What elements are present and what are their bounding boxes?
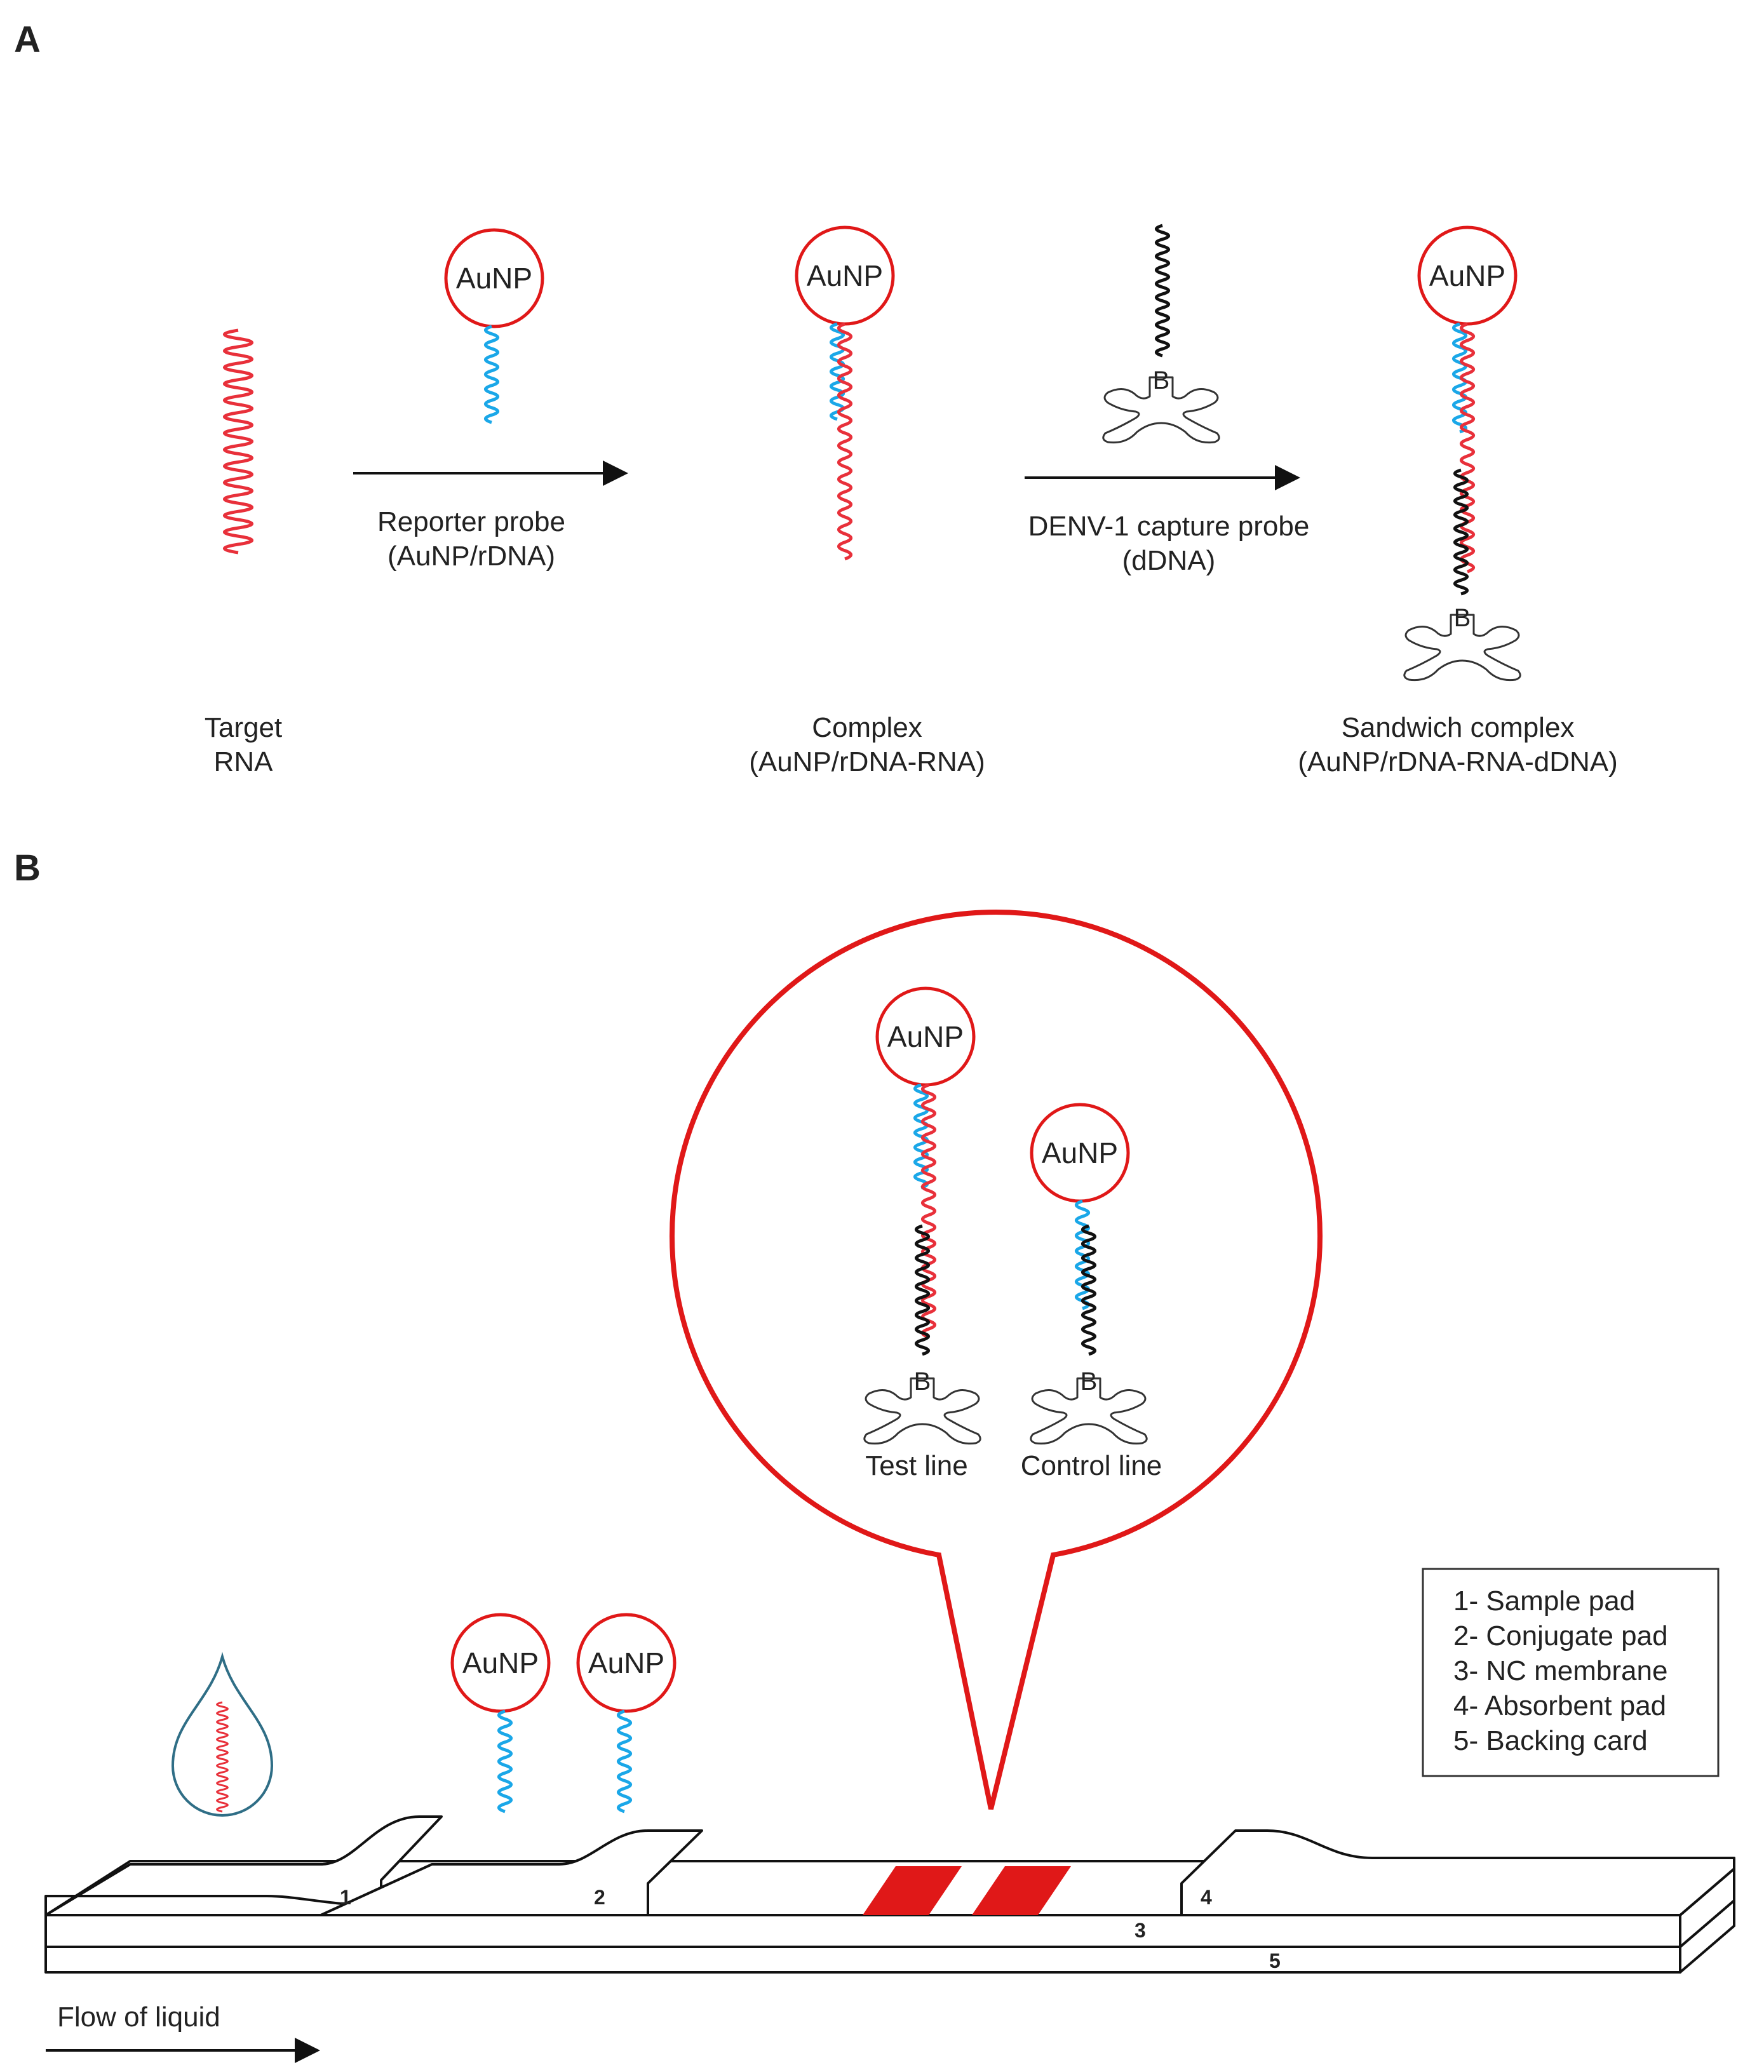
reporter-probe-sublabel: (AuNP/rDNA) xyxy=(387,541,555,572)
rna-strand xyxy=(920,1083,937,1339)
target-rna-strand xyxy=(222,328,254,555)
free-conjugate: AuNP xyxy=(450,1613,551,1813)
conjugate-pad xyxy=(320,1829,703,1916)
sample-droplet xyxy=(171,1652,274,1817)
aunp-label: AuNP xyxy=(807,259,883,292)
aunp-label: AuNP xyxy=(1042,1136,1118,1169)
test-line-label: Test line xyxy=(865,1450,967,1481)
test-band xyxy=(863,1866,962,1915)
biotin-label: B xyxy=(1454,604,1471,632)
target-sublabel: RNA xyxy=(214,746,274,777)
sample-pad xyxy=(44,1815,443,1916)
control-line-complex: AuNP B xyxy=(1030,1103,1148,1445)
target-rna xyxy=(222,328,254,555)
legend-item: 4- Absorbent pad xyxy=(1453,1690,1666,1721)
aunp-label: AuNP xyxy=(588,1646,664,1679)
aunp-label: AuNP xyxy=(887,1020,964,1053)
biotin-label: B xyxy=(914,1368,931,1396)
zoom-callout xyxy=(670,910,1323,1810)
reporter-dna-strand xyxy=(497,1709,513,1813)
strip-number: 1 xyxy=(340,1886,351,1909)
capture-dna-strand xyxy=(914,1224,931,1356)
reporter-dna-strand xyxy=(829,322,845,421)
capture-dna-strand xyxy=(1081,1224,1097,1356)
control-line-label: Control line xyxy=(1021,1450,1162,1481)
aunp-particle xyxy=(444,228,544,328)
complex-sublabel: (AuNP/rDNA-RNA) xyxy=(749,746,985,777)
sandwich-complex: AuNP B xyxy=(1403,225,1521,682)
complex: AuNP xyxy=(795,225,895,561)
capture-dna-strand xyxy=(1154,224,1171,358)
legend-box xyxy=(1422,1568,1720,1777)
legend-item: 2- Conjugate pad xyxy=(1453,1620,1668,1652)
complex-label: Complex xyxy=(812,712,922,743)
reporter-probe-label: Reporter probe xyxy=(377,506,565,537)
panel-b-letter: B xyxy=(14,847,41,889)
panel-a-letter: A xyxy=(14,19,41,60)
reporter-dna-strand xyxy=(616,1709,633,1813)
target-label: Target xyxy=(205,712,282,743)
biotin-label: B xyxy=(1153,367,1170,394)
legend-item: 1- Sample pad xyxy=(1453,1585,1635,1617)
aunp-label: AuNP xyxy=(1429,259,1505,292)
reporter-probe: AuNP xyxy=(444,228,544,424)
backing-card xyxy=(44,1946,1681,1974)
reaction-arrow-1: Reporter probe (AuNP/rDNA) xyxy=(353,461,628,572)
test-line-complex: AuNP B xyxy=(863,986,981,1445)
rna-strand xyxy=(837,322,853,561)
free-conjugate: AuNP xyxy=(576,1613,677,1813)
reporter-dna-strand xyxy=(483,325,500,424)
flow-indicator: Flow of liquid xyxy=(46,2001,320,2063)
strip-number: 3 xyxy=(1134,1919,1146,1942)
aunp-label: AuNP xyxy=(462,1646,539,1679)
reaction-arrow-2: DENV-1 capture probe (dDNA) xyxy=(1025,465,1310,576)
strip-number: 5 xyxy=(1269,1949,1281,1972)
rna-strand xyxy=(1459,322,1476,574)
strip-number: 4 xyxy=(1201,1886,1212,1909)
sandwich-sublabel: (AuNP/rDNA-RNA-dDNA) xyxy=(1298,746,1618,777)
droplet-outline xyxy=(171,1652,274,1817)
flow-label: Flow of liquid xyxy=(57,2001,220,2033)
strip-legend: 1- Sample pad 2- Conjugate pad 3- NC mem… xyxy=(1422,1568,1720,1777)
strip-number: 2 xyxy=(594,1886,605,1909)
lateral-flow-strip: 1 2 3 4 5 xyxy=(44,1815,1735,1974)
control-band xyxy=(972,1866,1071,1915)
biotin-label: B xyxy=(1081,1368,1098,1396)
droplet-rna-strand xyxy=(216,1701,229,1813)
capture-dna-strand xyxy=(1453,468,1469,596)
legend-item: 5- Backing card xyxy=(1453,1725,1648,1756)
aunp-particle xyxy=(576,1613,677,1713)
absorbent-pad xyxy=(1180,1829,1735,1916)
reporter-dna-strand xyxy=(913,1083,929,1190)
capture-probe: B xyxy=(1102,224,1220,444)
capture-probe-label: DENV-1 capture probe xyxy=(1028,511,1310,542)
aunp-label: AuNP xyxy=(456,262,532,295)
sandwich-label: Sandwich complex xyxy=(1342,712,1575,743)
aunp-particle xyxy=(450,1613,551,1713)
nc-membrane xyxy=(44,1914,1681,1948)
legend-item: 3- NC membrane xyxy=(1453,1655,1667,1686)
capture-probe-sublabel: (dDNA) xyxy=(1122,545,1216,576)
